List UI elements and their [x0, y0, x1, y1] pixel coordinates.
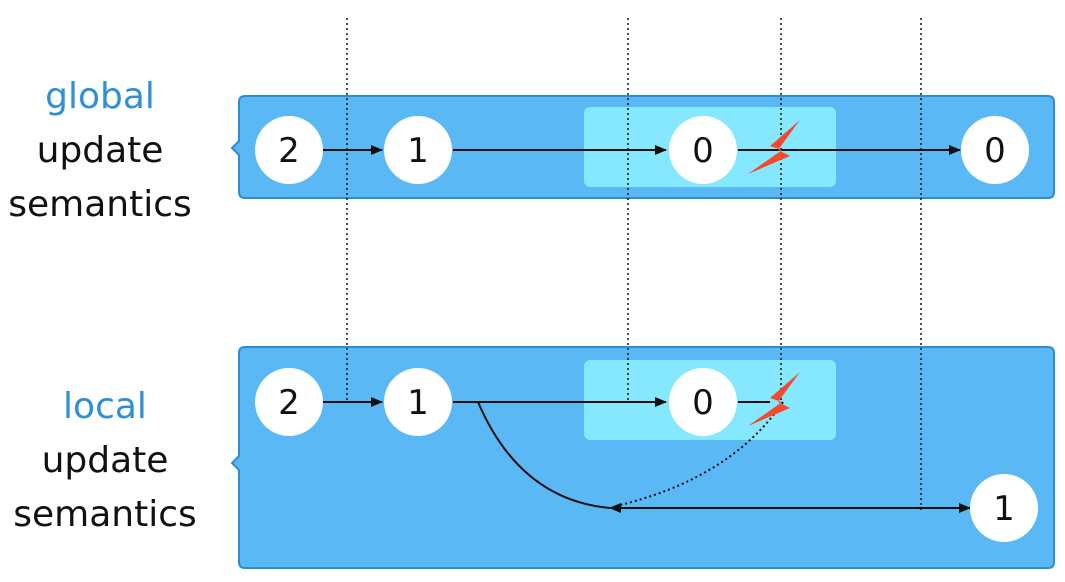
global-node-value: 2 — [278, 131, 300, 171]
global-node: 2 — [255, 116, 323, 184]
local-node-value: 1 — [407, 383, 429, 423]
local-lightning-icon — [748, 372, 800, 426]
local-panel — [230, 346, 1055, 569]
local-label-update: update — [41, 440, 169, 481]
local-node: 0 — [669, 368, 737, 436]
local-node-value: 0 — [692, 383, 714, 423]
timeline-dotted-lines — [346, 18, 922, 510]
global-label-semantics: semantics — [8, 184, 192, 225]
local-node: 1 — [384, 368, 452, 436]
global-label: global update semantics — [0, 70, 200, 232]
global-node-value: 0 — [692, 131, 714, 171]
global-label-update: update — [36, 130, 164, 171]
local-node: 2 — [255, 368, 323, 436]
local-node-value: 1 — [993, 489, 1015, 529]
local-arrows — [323, 397, 971, 513]
global-node: 1 — [384, 116, 452, 184]
global-lightning-icon — [748, 120, 800, 174]
local-node: 1 — [970, 474, 1038, 542]
local-label: local update semantics — [5, 380, 205, 542]
global-label-accent: global — [45, 76, 155, 117]
global-node: 0 — [961, 116, 1029, 184]
global-node-value: 1 — [407, 131, 429, 171]
global-panel — [230, 95, 1055, 199]
local-label-accent: local — [63, 386, 147, 427]
global-node-value: 0 — [984, 131, 1006, 171]
local-label-semantics: semantics — [13, 494, 197, 535]
global-node: 0 — [669, 116, 737, 184]
local-node-value: 2 — [278, 383, 300, 423]
